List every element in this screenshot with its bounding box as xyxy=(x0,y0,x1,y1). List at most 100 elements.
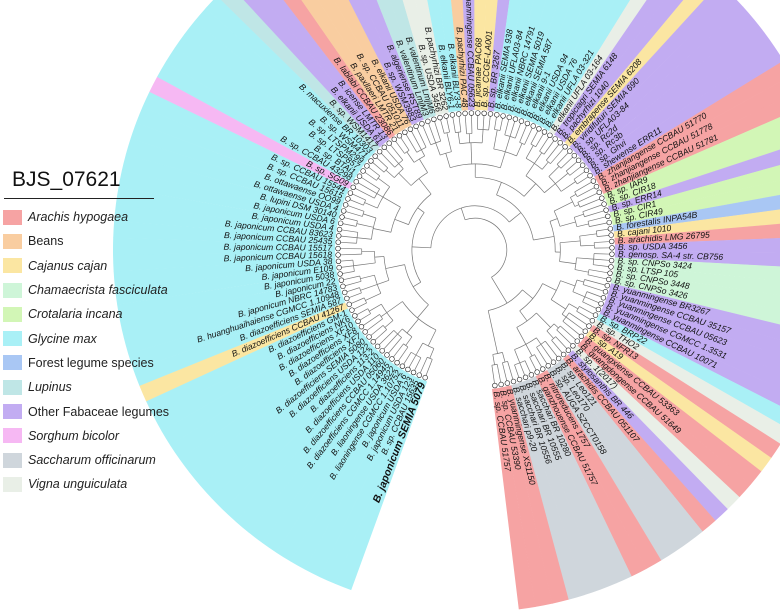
branch xyxy=(544,183,556,193)
tip-marker xyxy=(582,328,588,334)
host-wedge xyxy=(221,0,380,152)
tip-marker xyxy=(599,195,605,201)
tip-marker xyxy=(607,226,614,232)
branch xyxy=(421,149,426,157)
branch-arc xyxy=(561,303,570,315)
host-wedge xyxy=(602,301,780,389)
legend-swatch xyxy=(3,331,22,347)
legend-label: Saccharum officinarum xyxy=(28,453,156,468)
host-wedge xyxy=(194,8,371,162)
host-wedge xyxy=(593,319,780,444)
legend-swatch xyxy=(3,452,22,468)
branch-arc xyxy=(572,279,578,292)
branch xyxy=(593,253,612,255)
tip-marker xyxy=(605,213,611,220)
branch-arc xyxy=(416,146,427,153)
branch xyxy=(405,336,413,346)
branch xyxy=(561,313,567,318)
branch xyxy=(509,118,516,137)
branch xyxy=(529,357,538,373)
host-wedge xyxy=(543,0,631,132)
tip-marker xyxy=(336,233,342,239)
branch xyxy=(509,212,522,223)
tip-marker xyxy=(350,184,356,191)
branch xyxy=(553,323,559,329)
tip-marker xyxy=(512,116,519,122)
host-wedge xyxy=(594,62,780,183)
tip-marker xyxy=(456,111,462,117)
host-wedge xyxy=(535,373,647,577)
host-wedge xyxy=(113,258,336,289)
tip-marker xyxy=(443,113,449,119)
branch xyxy=(546,330,554,339)
tip-marker xyxy=(475,110,481,116)
tip-marker xyxy=(562,144,568,150)
host-wedge xyxy=(130,122,344,207)
branch xyxy=(560,155,575,169)
branch xyxy=(560,325,578,342)
host-wedge xyxy=(462,0,475,111)
host-wedge xyxy=(519,0,572,120)
branch-arc xyxy=(582,211,585,217)
tip-marker xyxy=(603,207,609,213)
branch-arc xyxy=(477,128,489,131)
host-wedge xyxy=(569,0,727,152)
host-wedge xyxy=(585,330,772,472)
branch xyxy=(360,274,375,280)
host-wedge xyxy=(149,76,353,189)
branch xyxy=(593,258,612,261)
tip-marker xyxy=(335,239,341,245)
tip-label: B. japonicum CCBAU 15618 xyxy=(224,249,333,263)
branch xyxy=(396,346,409,363)
branch xyxy=(429,348,435,359)
branch xyxy=(569,164,583,176)
tip-marker xyxy=(567,148,573,154)
tip-marker xyxy=(587,172,593,179)
tip-marker xyxy=(337,220,344,226)
tip-marker xyxy=(500,113,506,119)
tip-marker xyxy=(555,355,562,362)
tip-marker xyxy=(338,277,345,283)
branch xyxy=(541,161,549,170)
tree-branches xyxy=(338,113,612,386)
branch xyxy=(574,204,580,207)
host-wedge xyxy=(612,270,780,310)
branch-arc xyxy=(577,202,581,208)
branch xyxy=(351,302,367,311)
tip-marker xyxy=(335,245,341,252)
tip-label: B. jicamae PAC68 xyxy=(472,38,483,108)
branch-arc xyxy=(491,363,498,366)
host-wedge xyxy=(223,350,383,522)
host-wedge xyxy=(504,385,569,604)
branch-arc xyxy=(411,212,425,283)
branch xyxy=(534,152,543,164)
tip-marker xyxy=(524,120,531,127)
host-wedge xyxy=(612,194,780,232)
tip-marker xyxy=(552,136,558,142)
tip-marker xyxy=(358,323,365,330)
tip-marker xyxy=(416,372,422,378)
branch xyxy=(488,113,491,131)
branch-arc xyxy=(570,197,576,207)
host-wedge xyxy=(513,0,559,118)
legend-label: Lupinus xyxy=(28,380,72,395)
tip-marker xyxy=(607,270,613,276)
host-wedge xyxy=(581,335,762,485)
host-wedge xyxy=(318,0,407,132)
tip-marker xyxy=(402,129,408,136)
branch xyxy=(579,197,602,208)
branch xyxy=(534,354,544,370)
branch xyxy=(542,283,557,291)
branch xyxy=(419,158,428,173)
branch-arc xyxy=(514,360,526,366)
tip-marker xyxy=(355,318,361,325)
branch xyxy=(364,318,383,333)
legend-label: Crotalaria incana xyxy=(28,307,123,322)
host-wedge xyxy=(613,264,780,296)
branch-arc xyxy=(551,336,556,341)
legend-item-crotalaria: Crotalaria incana xyxy=(0,302,185,326)
branch xyxy=(377,177,390,188)
branch xyxy=(445,153,451,168)
branch xyxy=(522,289,533,299)
legend-label: Beans xyxy=(28,234,64,249)
